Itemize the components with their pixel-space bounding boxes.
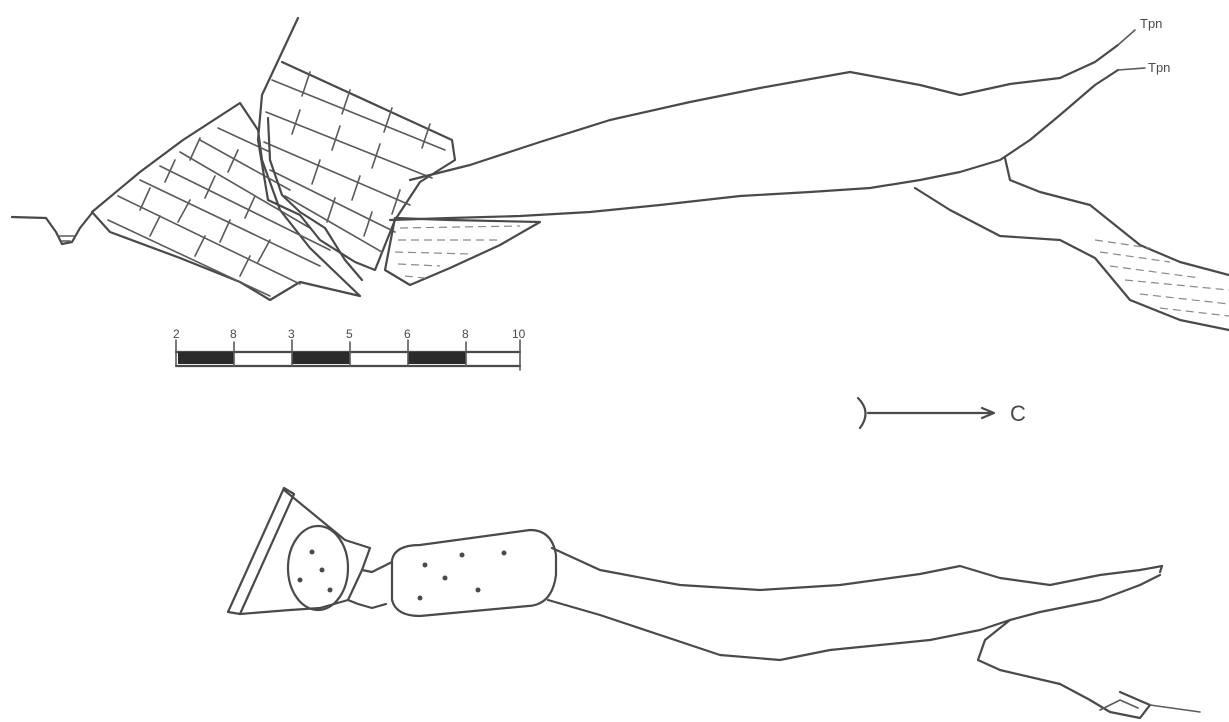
scale-segment — [292, 352, 350, 364]
scale-tick-label: 8 — [462, 327, 469, 341]
main-chamber — [392, 530, 556, 616]
fault-line — [268, 118, 362, 280]
scale-tick-label: 8 — [230, 327, 237, 341]
channel-lower-bank — [390, 70, 1118, 220]
formation-label-lower: Tpn — [1148, 60, 1170, 75]
ground-line-left — [12, 213, 92, 244]
channel-upper-bank — [410, 45, 1118, 180]
water-fill-left — [385, 218, 540, 285]
arrow-tail-bracket — [858, 398, 866, 428]
scale-tick-label: 5 — [346, 327, 353, 341]
branch-lower-right-top — [1005, 158, 1229, 275]
passage-side-branch — [978, 620, 1150, 718]
branch-lower-right-bottom — [915, 188, 1229, 330]
scale-tick-label: 3 — [288, 327, 295, 341]
formation-label-upper: Tpn — [1140, 16, 1162, 31]
lower-plan-view — [228, 488, 1200, 718]
scale-tick-label: 6 — [404, 327, 411, 341]
scale-tick-label: 2 — [173, 327, 180, 341]
upper-cross-section: Tpn Tpn — [12, 16, 1229, 330]
scale-bar: 2 8 3 5 6 8 10 — [173, 327, 526, 370]
entrance-funnel — [228, 488, 370, 614]
formation-leader-lines — [1118, 30, 1145, 70]
scale-segment — [178, 352, 234, 364]
passage-lower-wall — [548, 575, 1160, 660]
scale-tick-label: 10 — [512, 327, 526, 341]
direction-arrow: C — [858, 398, 1026, 428]
direction-label: C — [1010, 401, 1026, 426]
passage-upper-wall — [552, 548, 1162, 590]
water-fill-right — [1095, 240, 1229, 316]
limestone-block-right — [258, 18, 455, 270]
scale-segment — [408, 352, 466, 364]
funnel-chamber — [288, 526, 348, 610]
